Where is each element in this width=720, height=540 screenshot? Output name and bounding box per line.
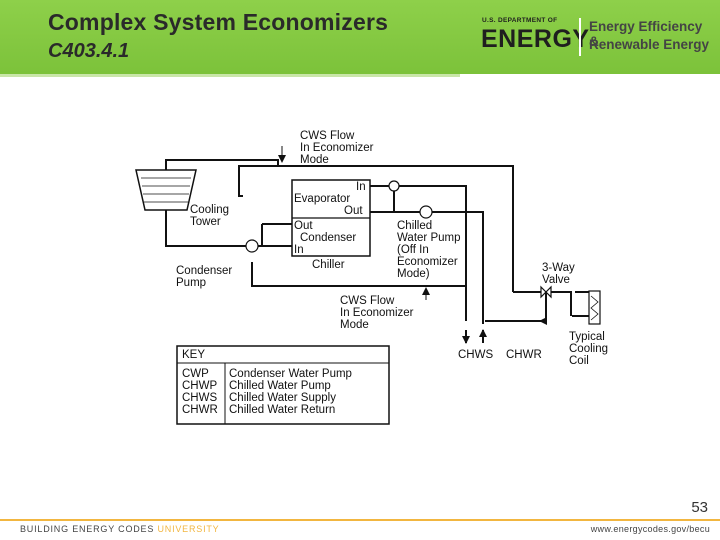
cooling-tower-fill	[141, 177, 191, 203]
condenser-label: Condenser	[300, 232, 356, 244]
cooling-tower-label-2: Tower	[190, 216, 221, 228]
slide-subtitle: C403.4.1	[48, 40, 130, 62]
chwp-label-4: Economizer	[397, 256, 458, 268]
evaporator-label: Evaporator	[294, 193, 350, 205]
cws-top-label-1: CWS Flow	[300, 130, 355, 142]
evaporator-in-label: In	[356, 181, 366, 193]
chwp-label-2: Water Pump	[397, 232, 460, 244]
key-desc-cwp: Condenser Water Pump	[229, 368, 352, 380]
key-abbr-chwr: CHWR	[182, 404, 218, 416]
coil-zigzag	[590, 295, 599, 321]
coil-label-1: Typical	[569, 331, 605, 343]
flow-arrows	[278, 146, 547, 344]
condenser-pump-label-1: Condenser	[176, 265, 232, 277]
coil-label-2: Cooling	[569, 343, 608, 355]
cws-bottom-label-1: CWS Flow	[340, 295, 395, 307]
isolation-valve-icon	[388, 180, 400, 192]
key-legend: KEY CWP Condenser Water Pump CHWP Chille…	[176, 345, 390, 425]
evaporator-out-label: Out	[344, 205, 363, 217]
footer-rule	[0, 519, 720, 521]
chwp-label-1: Chilled	[397, 220, 432, 232]
cooling-tower-shape	[135, 169, 197, 211]
three-way-valve-label-1: 3-Way	[542, 262, 575, 274]
condenser-out-label: Out	[294, 220, 313, 232]
condenser-in-label: In	[294, 244, 304, 256]
cws-bottom-label-3: Mode	[340, 319, 369, 331]
eere-line-2: Renewable Energy	[589, 37, 710, 52]
condenser-pump-icon	[245, 239, 259, 253]
cooling-tower-label-1: Cooling	[190, 204, 229, 216]
footer-org: BUILDING ENERGY CODES UNIVERSITY	[20, 524, 219, 534]
coil-label-3: Coil	[569, 355, 589, 367]
doe-small-text: U.S. DEPARTMENT OF	[482, 17, 558, 24]
key-desc-chwp: Chilled Water Pump	[229, 380, 331, 392]
logo-divider	[579, 18, 581, 56]
eere-line-1: Energy Efficiency &	[589, 19, 703, 49]
cws-top-label-3: Mode	[300, 154, 329, 166]
cws-bottom-label-2: In Economizer	[340, 307, 414, 319]
chilled-water-piping	[238, 165, 590, 324]
three-way-valve-icon	[540, 285, 552, 299]
header-band	[0, 0, 720, 74]
slide-title: Complex System Economizers	[48, 9, 389, 35]
chilled-water-pump-icon	[419, 205, 433, 219]
key-title: KEY	[182, 349, 205, 361]
footer-url: www.energycodes.gov/becu	[590, 524, 710, 534]
chiller-label: Chiller	[312, 259, 345, 271]
cooling-coil-icon	[588, 290, 601, 325]
key-abbr-chwp: CHWP	[182, 380, 217, 392]
chwp-label-5: Mode)	[397, 268, 430, 280]
chws-label: CHWS	[458, 349, 493, 361]
page-number: 53	[691, 499, 708, 516]
condenser-pump-label-2: Pump	[176, 277, 206, 289]
key-desc-chws: Chilled Water Supply	[229, 392, 336, 404]
cws-top-label-2: In Economizer	[300, 142, 374, 154]
key-desc-chwr: Chilled Water Return	[229, 404, 335, 416]
header-rule	[0, 74, 460, 77]
doe-eere-logo: U.S. DEPARTMENT OF ENERGY Energy Efficie…	[478, 16, 710, 60]
key-abbr-chws: CHWS	[182, 392, 217, 404]
key-box	[176, 345, 390, 425]
key-abbr-cwp: CWP	[182, 368, 209, 380]
chwr-label: CHWR	[506, 349, 542, 361]
three-way-valve-label-2: Valve	[542, 274, 570, 286]
chwp-label-3: (Off In	[397, 244, 429, 256]
footer-org-accent: UNIVERSITY	[157, 524, 220, 534]
footer-org-main: BUILDING ENERGY CODES	[20, 524, 158, 534]
doe-energy-text: ENERGY	[481, 25, 590, 53]
